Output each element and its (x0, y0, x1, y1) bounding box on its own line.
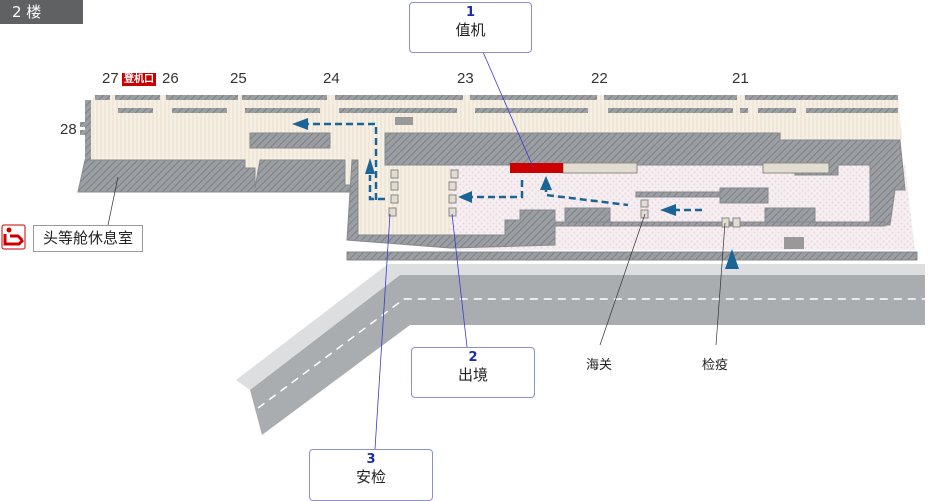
callout-label: 值机 (455, 21, 486, 39)
building-blocks (77, 132, 918, 261)
callout-number: 2 (468, 350, 478, 365)
gate-22: 22 (591, 70, 608, 87)
first-class-lounge-label[interactable]: 头等舱休息室 (33, 225, 143, 252)
boarding-gate-badge: 登机口 (122, 73, 156, 86)
callout-departure[interactable]: 2 出境 (411, 347, 535, 398)
floor-label: 2 楼 (0, 0, 83, 24)
callout-checkin[interactable]: 1 值机 (409, 2, 532, 53)
callout-lines (107, 51, 726, 450)
gate-walls (80, 95, 898, 160)
checkin-counter-area (562, 162, 638, 174)
security-booths (388, 169, 741, 228)
gate-26: 26 (162, 70, 179, 87)
customs-label: 海关 (586, 358, 613, 373)
checkin-counter (510, 163, 563, 173)
callout-number: 3 (366, 452, 376, 467)
lounge-seat-icon (1, 224, 26, 250)
gate-25: 25 (230, 70, 247, 87)
callout-label: 出境 (457, 366, 488, 384)
callout-label: 安检 (355, 468, 386, 486)
gate-28: 28 (60, 121, 77, 138)
direction-arrow-icon (292, 118, 739, 269)
callout-security[interactable]: 3 安检 (309, 449, 433, 501)
escalator-icon (395, 117, 804, 249)
departure-floor (450, 165, 915, 250)
gate-21: 21 (732, 70, 749, 87)
quarantine-label: 检疫 (702, 358, 729, 373)
road (236, 264, 925, 435)
gate-24: 24 (323, 70, 340, 87)
gate-27: 27 (102, 70, 119, 87)
gate-23: 23 (457, 70, 474, 87)
checkin-counter-area (762, 162, 830, 174)
callout-number: 1 (465, 5, 476, 20)
